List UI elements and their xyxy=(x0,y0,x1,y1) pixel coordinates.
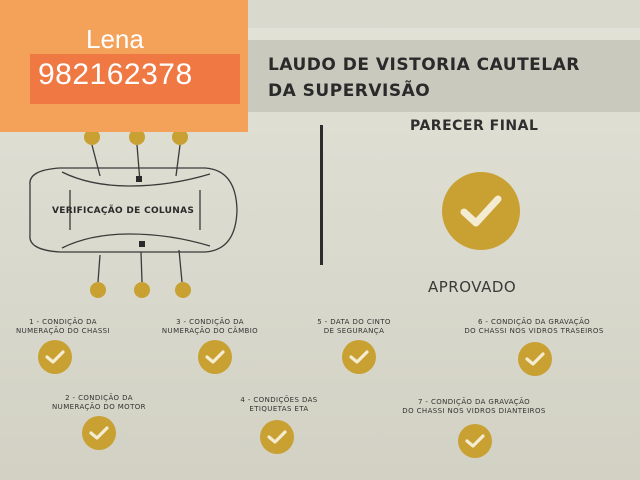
car-outline-icon xyxy=(29,129,238,298)
checklist-item-2-check-icon xyxy=(82,416,116,450)
header-band xyxy=(240,40,640,112)
sticker-inner xyxy=(30,54,240,104)
contact-sticker: Lena 982162378 xyxy=(0,0,248,132)
report-title: LAUDO DE VISTORIA CAUTELAR DA SUPERVISÃO xyxy=(268,52,628,104)
checklist-item-3-check-icon xyxy=(198,340,232,374)
checklist-item-1-check-icon xyxy=(38,340,72,374)
checklist-item-6-check-icon xyxy=(518,342,552,376)
sticker-name: Lena xyxy=(86,24,144,54)
checklist-item-4-check-icon xyxy=(260,420,294,454)
car-label: VERIFICAÇÃO DE COLUNAS xyxy=(52,206,195,216)
final-check-icon xyxy=(442,172,520,250)
final-result: APROVADO xyxy=(428,278,517,296)
divider-line xyxy=(320,125,323,265)
sticker-phone: 982162378 xyxy=(38,58,193,91)
title-line-1: LAUDO DE VISTORIA CAUTELAR xyxy=(268,55,580,75)
checklist-item-7-check-icon xyxy=(458,424,492,458)
final-heading: PARECER FINAL xyxy=(410,118,539,134)
checklist-item-5-check-icon xyxy=(342,340,376,374)
title-line-2: DA SUPERVISÃO xyxy=(268,81,431,101)
